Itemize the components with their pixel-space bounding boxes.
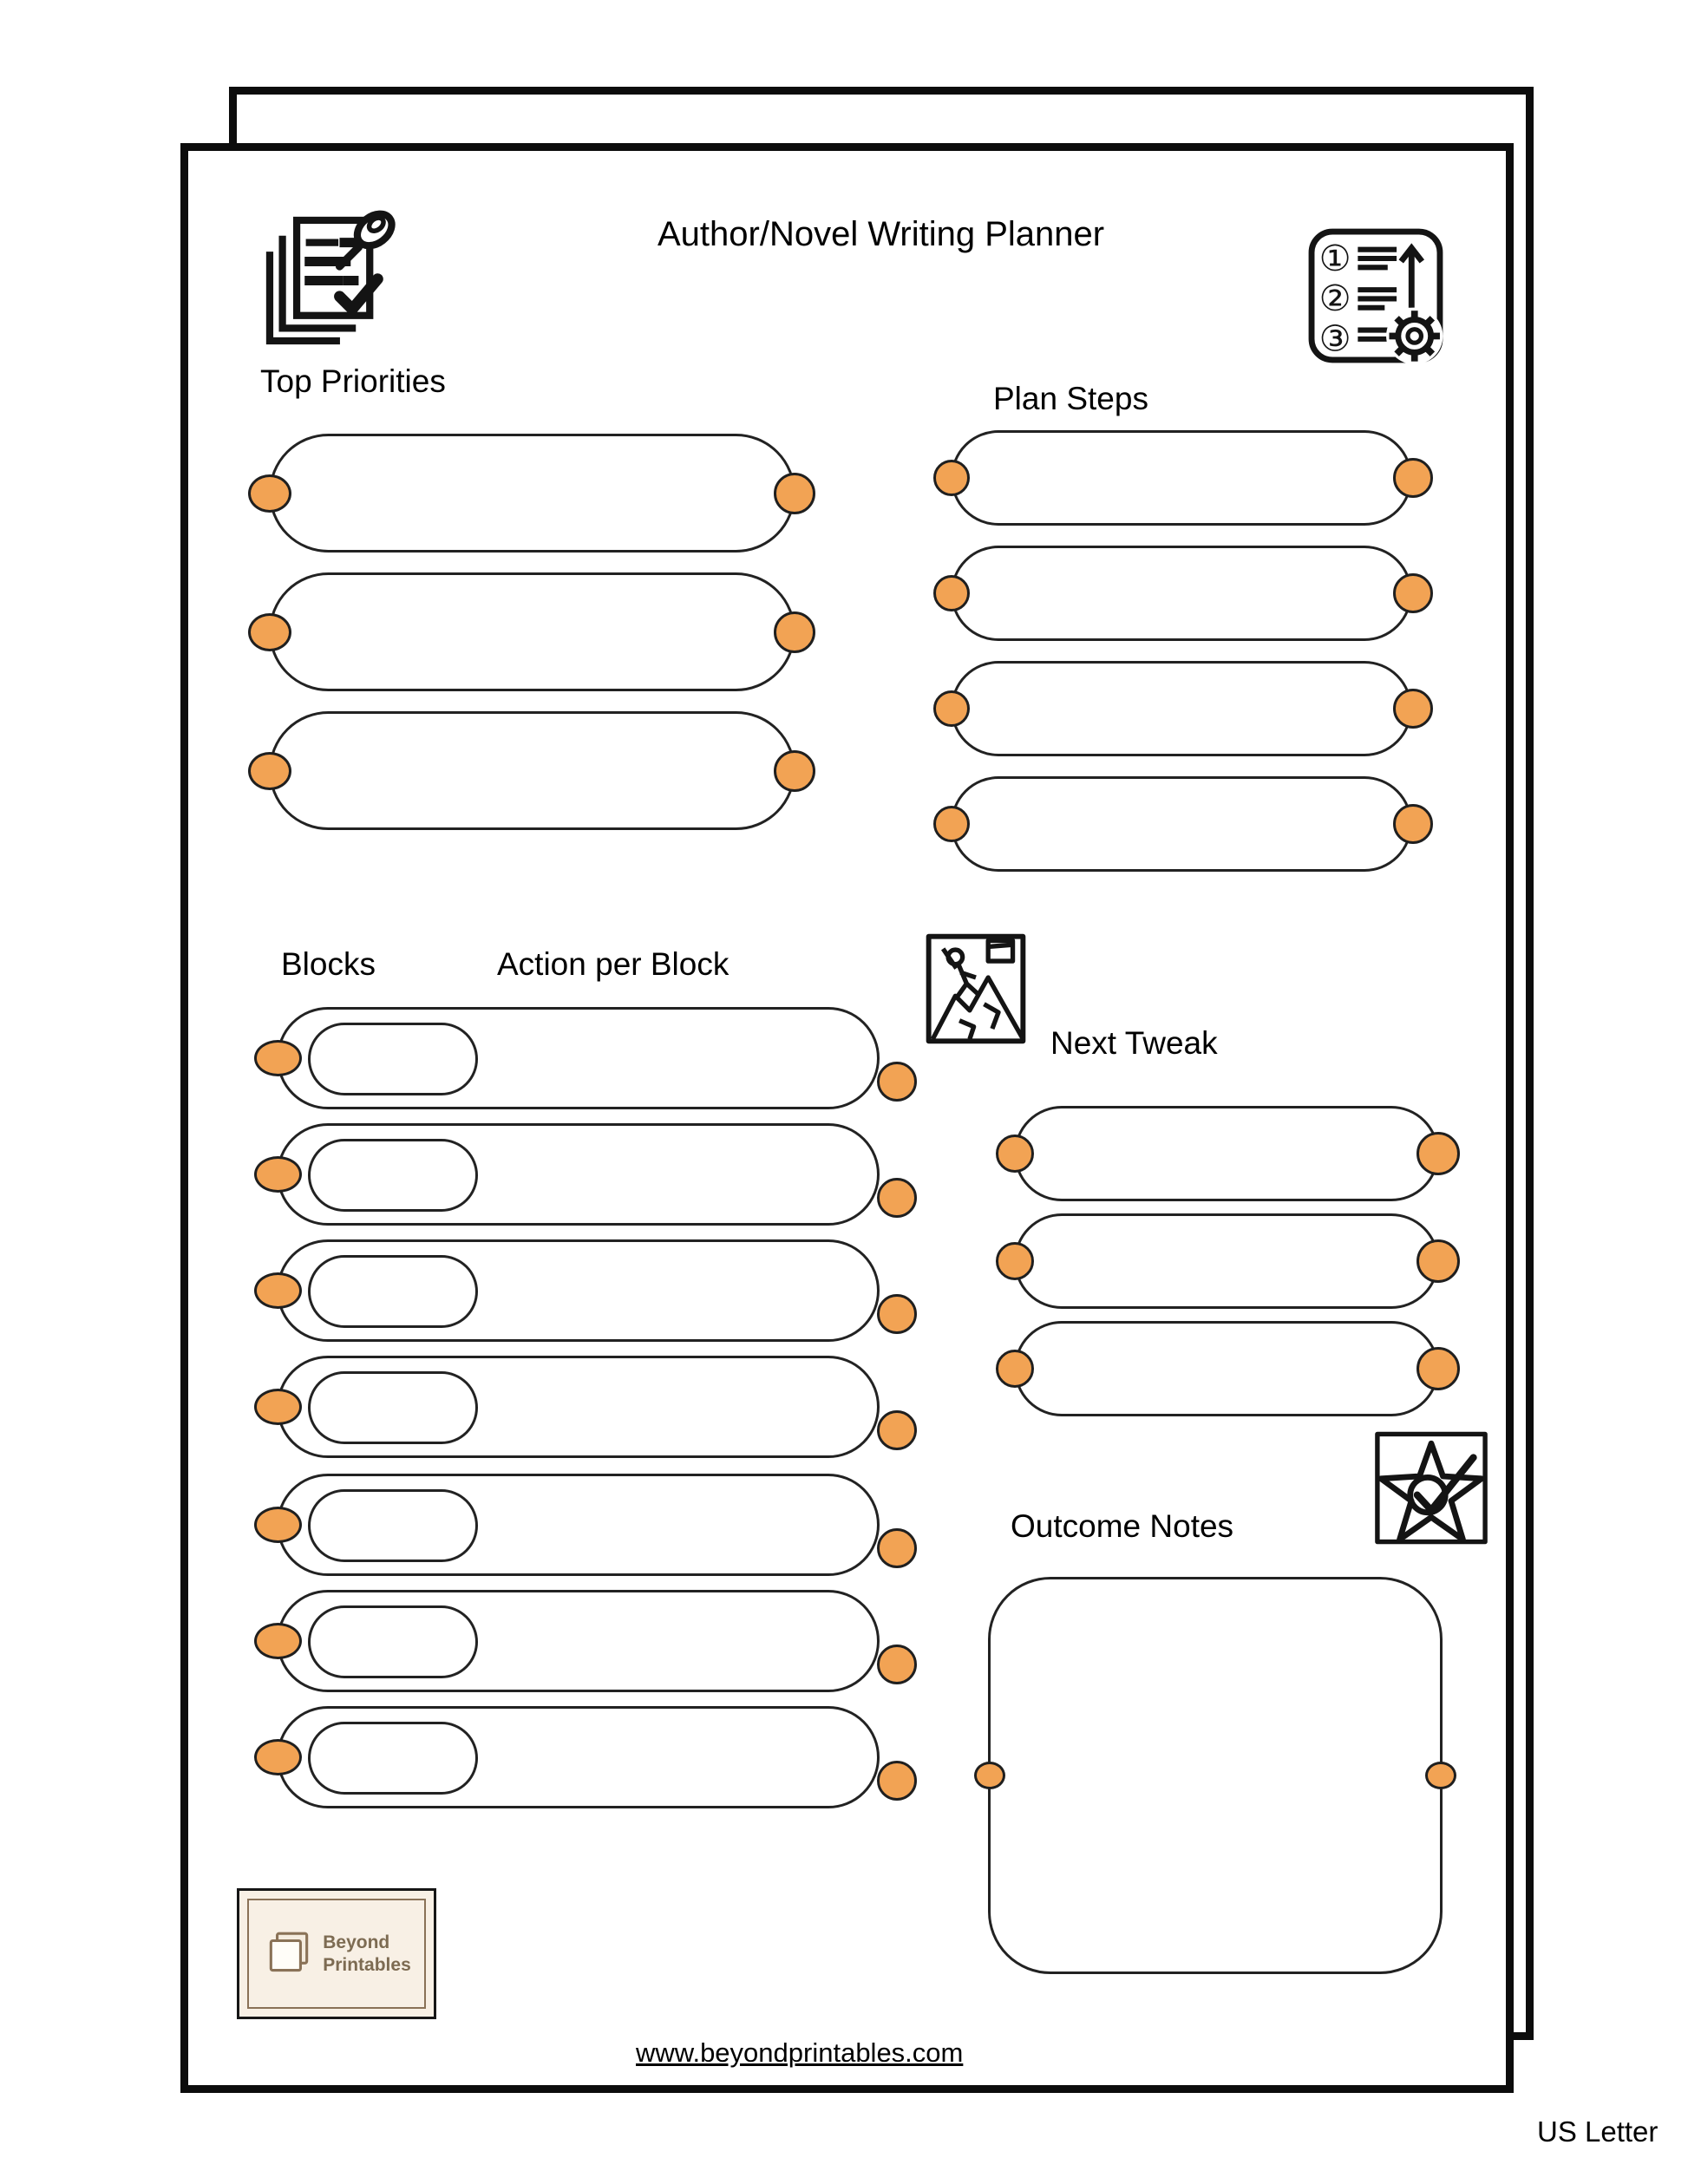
connector-dot-left bbox=[254, 1739, 302, 1775]
connector-dot-left bbox=[248, 751, 291, 790]
connector-dot-right bbox=[1393, 689, 1433, 729]
connector-dot-left bbox=[933, 690, 970, 727]
numbered-plan-icon: ① ② ③ bbox=[1308, 228, 1443, 365]
block-field[interactable] bbox=[254, 1123, 917, 1226]
plan-steps-rows bbox=[933, 430, 1433, 892]
block-time-field[interactable] bbox=[308, 1371, 478, 1444]
priority-field[interactable] bbox=[248, 711, 815, 830]
block-field[interactable] bbox=[254, 1474, 917, 1576]
block-time-field[interactable] bbox=[308, 1489, 478, 1562]
logo-frame: Beyond Printables bbox=[247, 1899, 426, 2009]
documents-pin-icon bbox=[265, 210, 396, 345]
connector-dot-right bbox=[1416, 1132, 1460, 1175]
block-time-field[interactable] bbox=[308, 1139, 478, 1212]
connector-dot-left bbox=[248, 474, 291, 513]
tweak-field[interactable] bbox=[996, 1106, 1460, 1201]
block-time-field[interactable] bbox=[308, 1255, 478, 1328]
connector-dot-left bbox=[254, 1040, 302, 1076]
connector-dot-right bbox=[877, 1410, 917, 1450]
paper-size-label: US Letter bbox=[1537, 2115, 1659, 2148]
action-per-block-label: Action per Block bbox=[497, 946, 730, 982]
connector-dot-left bbox=[254, 1389, 302, 1425]
connector-dot-left bbox=[996, 1242, 1034, 1280]
blocks-rows bbox=[254, 1007, 917, 1822]
connector-dot-right bbox=[774, 749, 815, 792]
stacked-pages-icon bbox=[270, 1932, 309, 1971]
plan-step-field[interactable] bbox=[933, 430, 1433, 526]
mountain-climber-icon bbox=[926, 933, 1026, 1044]
block-time-field[interactable] bbox=[308, 1023, 478, 1095]
connector-dot-left bbox=[933, 460, 970, 496]
brand-logo: Beyond Printables bbox=[237, 1888, 436, 2019]
connector-dot-left bbox=[254, 1507, 302, 1543]
logo-wordmark: Beyond Printables bbox=[323, 1932, 411, 1975]
tweak-field[interactable] bbox=[996, 1213, 1460, 1309]
logo-line2: Printables bbox=[323, 1954, 411, 1975]
top-priorities-label: Top Priorities bbox=[260, 363, 446, 399]
connector-dot-left bbox=[974, 1762, 1005, 1789]
connector-dot-left bbox=[254, 1623, 302, 1659]
next-tweak-rows bbox=[996, 1106, 1460, 1429]
connector-dot-right bbox=[774, 611, 815, 653]
block-field[interactable] bbox=[254, 1706, 917, 1808]
connector-dot-left bbox=[254, 1156, 302, 1193]
page-title: Author/Novel Writing Planner bbox=[658, 215, 1105, 253]
connector-dot-right bbox=[877, 1528, 917, 1568]
connector-dot-left bbox=[933, 575, 970, 611]
connector-dot-right bbox=[1425, 1762, 1456, 1789]
plan-step-field[interactable] bbox=[933, 776, 1433, 872]
connector-dot-right bbox=[877, 1062, 917, 1102]
connector-dot-left bbox=[996, 1350, 1034, 1388]
block-field[interactable] bbox=[254, 1590, 917, 1692]
connector-dot-right bbox=[877, 1294, 917, 1334]
svg-text:①: ① bbox=[1319, 238, 1351, 279]
connector-dot-right bbox=[1393, 804, 1433, 844]
connector-dot-left bbox=[933, 806, 970, 842]
connector-dot-right bbox=[774, 472, 815, 514]
block-time-field[interactable] bbox=[308, 1722, 478, 1795]
tweak-field[interactable] bbox=[996, 1321, 1460, 1416]
svg-text:③: ③ bbox=[1319, 318, 1351, 360]
plan-steps-label: Plan Steps bbox=[993, 381, 1148, 416]
connector-dot-left bbox=[248, 612, 291, 651]
svg-text:②: ② bbox=[1319, 278, 1351, 319]
connector-dot-right bbox=[877, 1645, 917, 1684]
logo-line1: Beyond bbox=[323, 1932, 390, 1953]
plan-step-field[interactable] bbox=[933, 546, 1433, 641]
top-priorities-rows bbox=[248, 434, 815, 850]
star-check-icon bbox=[1375, 1431, 1488, 1545]
block-field[interactable] bbox=[254, 1239, 917, 1342]
connector-dot-right bbox=[1393, 458, 1433, 498]
priority-field[interactable] bbox=[248, 572, 815, 691]
next-tweak-label: Next Tweak bbox=[1050, 1025, 1218, 1061]
plan-step-field[interactable] bbox=[933, 661, 1433, 756]
connector-dot-right bbox=[1416, 1347, 1460, 1390]
block-field[interactable] bbox=[254, 1007, 917, 1109]
connector-dot-left bbox=[996, 1135, 1034, 1173]
connector-dot-right bbox=[877, 1761, 917, 1801]
footer-url[interactable]: www.beyondprintables.com bbox=[636, 2037, 964, 2068]
connector-dot-left bbox=[254, 1272, 302, 1309]
connector-dot-right bbox=[1393, 573, 1433, 613]
outcome-notes-label: Outcome Notes bbox=[1011, 1508, 1234, 1544]
block-field[interactable] bbox=[254, 1356, 917, 1458]
connector-dot-right bbox=[877, 1178, 917, 1218]
blocks-label: Blocks bbox=[281, 946, 376, 982]
outcome-notes-field[interactable] bbox=[974, 1577, 1456, 1974]
connector-dot-right bbox=[1416, 1239, 1460, 1283]
block-time-field[interactable] bbox=[308, 1605, 478, 1678]
priority-field[interactable] bbox=[248, 434, 815, 553]
